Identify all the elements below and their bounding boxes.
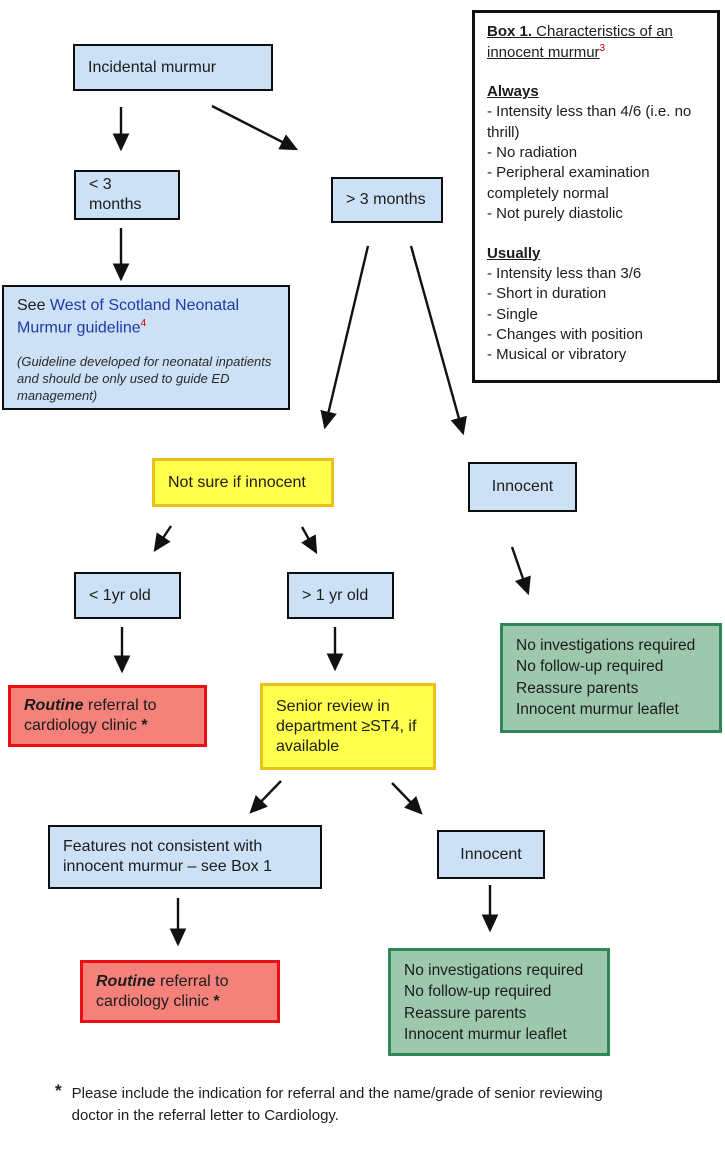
outcome-line: No investigations required xyxy=(404,962,584,979)
guideline-note: (Guideline developed for neonatal inpati… xyxy=(17,353,272,403)
box1-reference-superscript: 3 xyxy=(599,43,606,55)
node-label: < 3 months xyxy=(89,176,142,213)
node-label: Incidental murmur xyxy=(88,58,217,76)
outcome-line: No investigations required xyxy=(516,637,696,654)
outcome-line: Reassure parents xyxy=(516,679,639,697)
outcome-line: No follow-up required xyxy=(516,658,664,676)
box1-panel: Box 1. Characteristics of an innocent mu… xyxy=(472,10,720,383)
node-innocent-2: Innocent xyxy=(437,830,545,879)
footnote-text: Please include the indication for referr… xyxy=(71,1085,603,1124)
box1-item: - Intensity less than 4/6 (i.e. no thril… xyxy=(487,103,692,141)
node-label: Not sure if innocent xyxy=(168,473,306,491)
outcome-line: Innocent murmur leaflet xyxy=(404,1026,567,1044)
node-routine-referral-2: Routine referral to cardiology clinic * xyxy=(80,960,280,1023)
node-label: > 1 yr old xyxy=(302,586,369,604)
arrow-gt3m-to-notsure xyxy=(320,245,370,430)
arrow-innocent1-to-green1 xyxy=(510,546,531,596)
arrow-incidental-to-gt3m xyxy=(211,104,299,151)
box1-item: - Single xyxy=(487,305,538,323)
routine-emphasis: Routine xyxy=(24,697,84,714)
referral-text: referral to cardiology clinic xyxy=(24,697,157,734)
node-lt-1yr-old: < 1yr old xyxy=(74,572,181,619)
node-label: Routine referral to cardiology clinic * xyxy=(96,972,264,1012)
guideline-reference-superscript: 4 xyxy=(140,317,147,329)
node-incidental-murmur: Incidental murmur xyxy=(73,44,273,91)
guideline-link[interactable]: West of Scotland Neonatal Murmur guideli… xyxy=(17,297,240,337)
node-label: > 3 months xyxy=(346,191,426,208)
node-green-outcome-2: No investigations required No follow-up … xyxy=(388,948,610,1056)
node-features-not-consistent: Features not consistent with innocent mu… xyxy=(48,825,322,889)
arrow-senior-to-innocent2 xyxy=(391,782,423,815)
box1-item: - Peripheral examination completely norm… xyxy=(487,164,650,202)
footnote-asterisk: * xyxy=(55,1081,62,1100)
asterisk-marker: * xyxy=(141,717,148,734)
footnote: * Please include the indication for refe… xyxy=(55,1081,640,1127)
node-label: Innocent xyxy=(491,478,554,495)
node-innocent-1: Innocent xyxy=(468,462,577,512)
node-gt-1yr-old: > 1 yr old xyxy=(287,572,394,619)
box1-heading-always: Always xyxy=(487,82,539,100)
node-gt-3-months: > 3 months xyxy=(331,177,443,223)
arrow-notsure-to-lt1yr xyxy=(153,525,172,552)
guideline-prefix: See xyxy=(17,297,50,314)
node-label: Innocent xyxy=(460,845,522,863)
node-label: < 1yr old xyxy=(89,586,151,604)
arrow-senior-to-features xyxy=(249,780,282,814)
outcome-line: No follow-up required xyxy=(404,983,552,1001)
box1-item: - Intensity less than 3/6 xyxy=(487,264,642,282)
node-neonatal-guideline: See West of Scotland Neonatal Murmur gui… xyxy=(2,285,290,410)
box1-title-bold: Box 1. xyxy=(487,23,533,40)
box1-item: - Changes with position xyxy=(487,326,643,344)
node-label: Routine referral to cardiology clinic * xyxy=(24,696,191,736)
box1-item: - Short in duration xyxy=(487,285,607,303)
outcome-line: Reassure parents xyxy=(404,1004,527,1022)
box1-title: Box 1. Characteristics of an innocent mu… xyxy=(487,22,707,64)
routine-emphasis: Routine xyxy=(96,972,156,990)
guideline-main-text: See West of Scotland Neonatal Murmur gui… xyxy=(17,296,278,339)
node-senior-review: Senior review in department ≥ST4, if ava… xyxy=(260,683,436,770)
referral-text: referral to cardiology clinic xyxy=(96,972,229,1010)
arrow-gt3m-to-innocent xyxy=(409,245,467,436)
asterisk-marker: * xyxy=(213,992,220,1010)
arrow-notsure-to-gt1yr xyxy=(300,526,318,555)
box1-item: - Musical or vibratory xyxy=(487,346,627,364)
node-lt-3-months: < 3 months xyxy=(74,170,180,220)
box1-title-rest: Characteristics of an innocent murmur xyxy=(487,23,673,62)
node-label: Senior review in department ≥ST4, if ava… xyxy=(276,697,417,755)
box1-item: - No radiation xyxy=(487,143,578,161)
box1-item: - Not purely diastolic xyxy=(487,205,623,223)
box1-heading-usually: Usually xyxy=(487,244,541,262)
node-routine-referral-1: Routine referral to cardiology clinic * xyxy=(8,685,207,747)
node-green-outcome-1: No investigations required No follow-up … xyxy=(500,623,722,733)
node-not-sure-if-innocent: Not sure if innocent xyxy=(152,458,334,507)
node-label: Features not consistent with innocent mu… xyxy=(63,838,272,875)
outcome-line: Innocent murmur leaflet xyxy=(516,701,679,719)
